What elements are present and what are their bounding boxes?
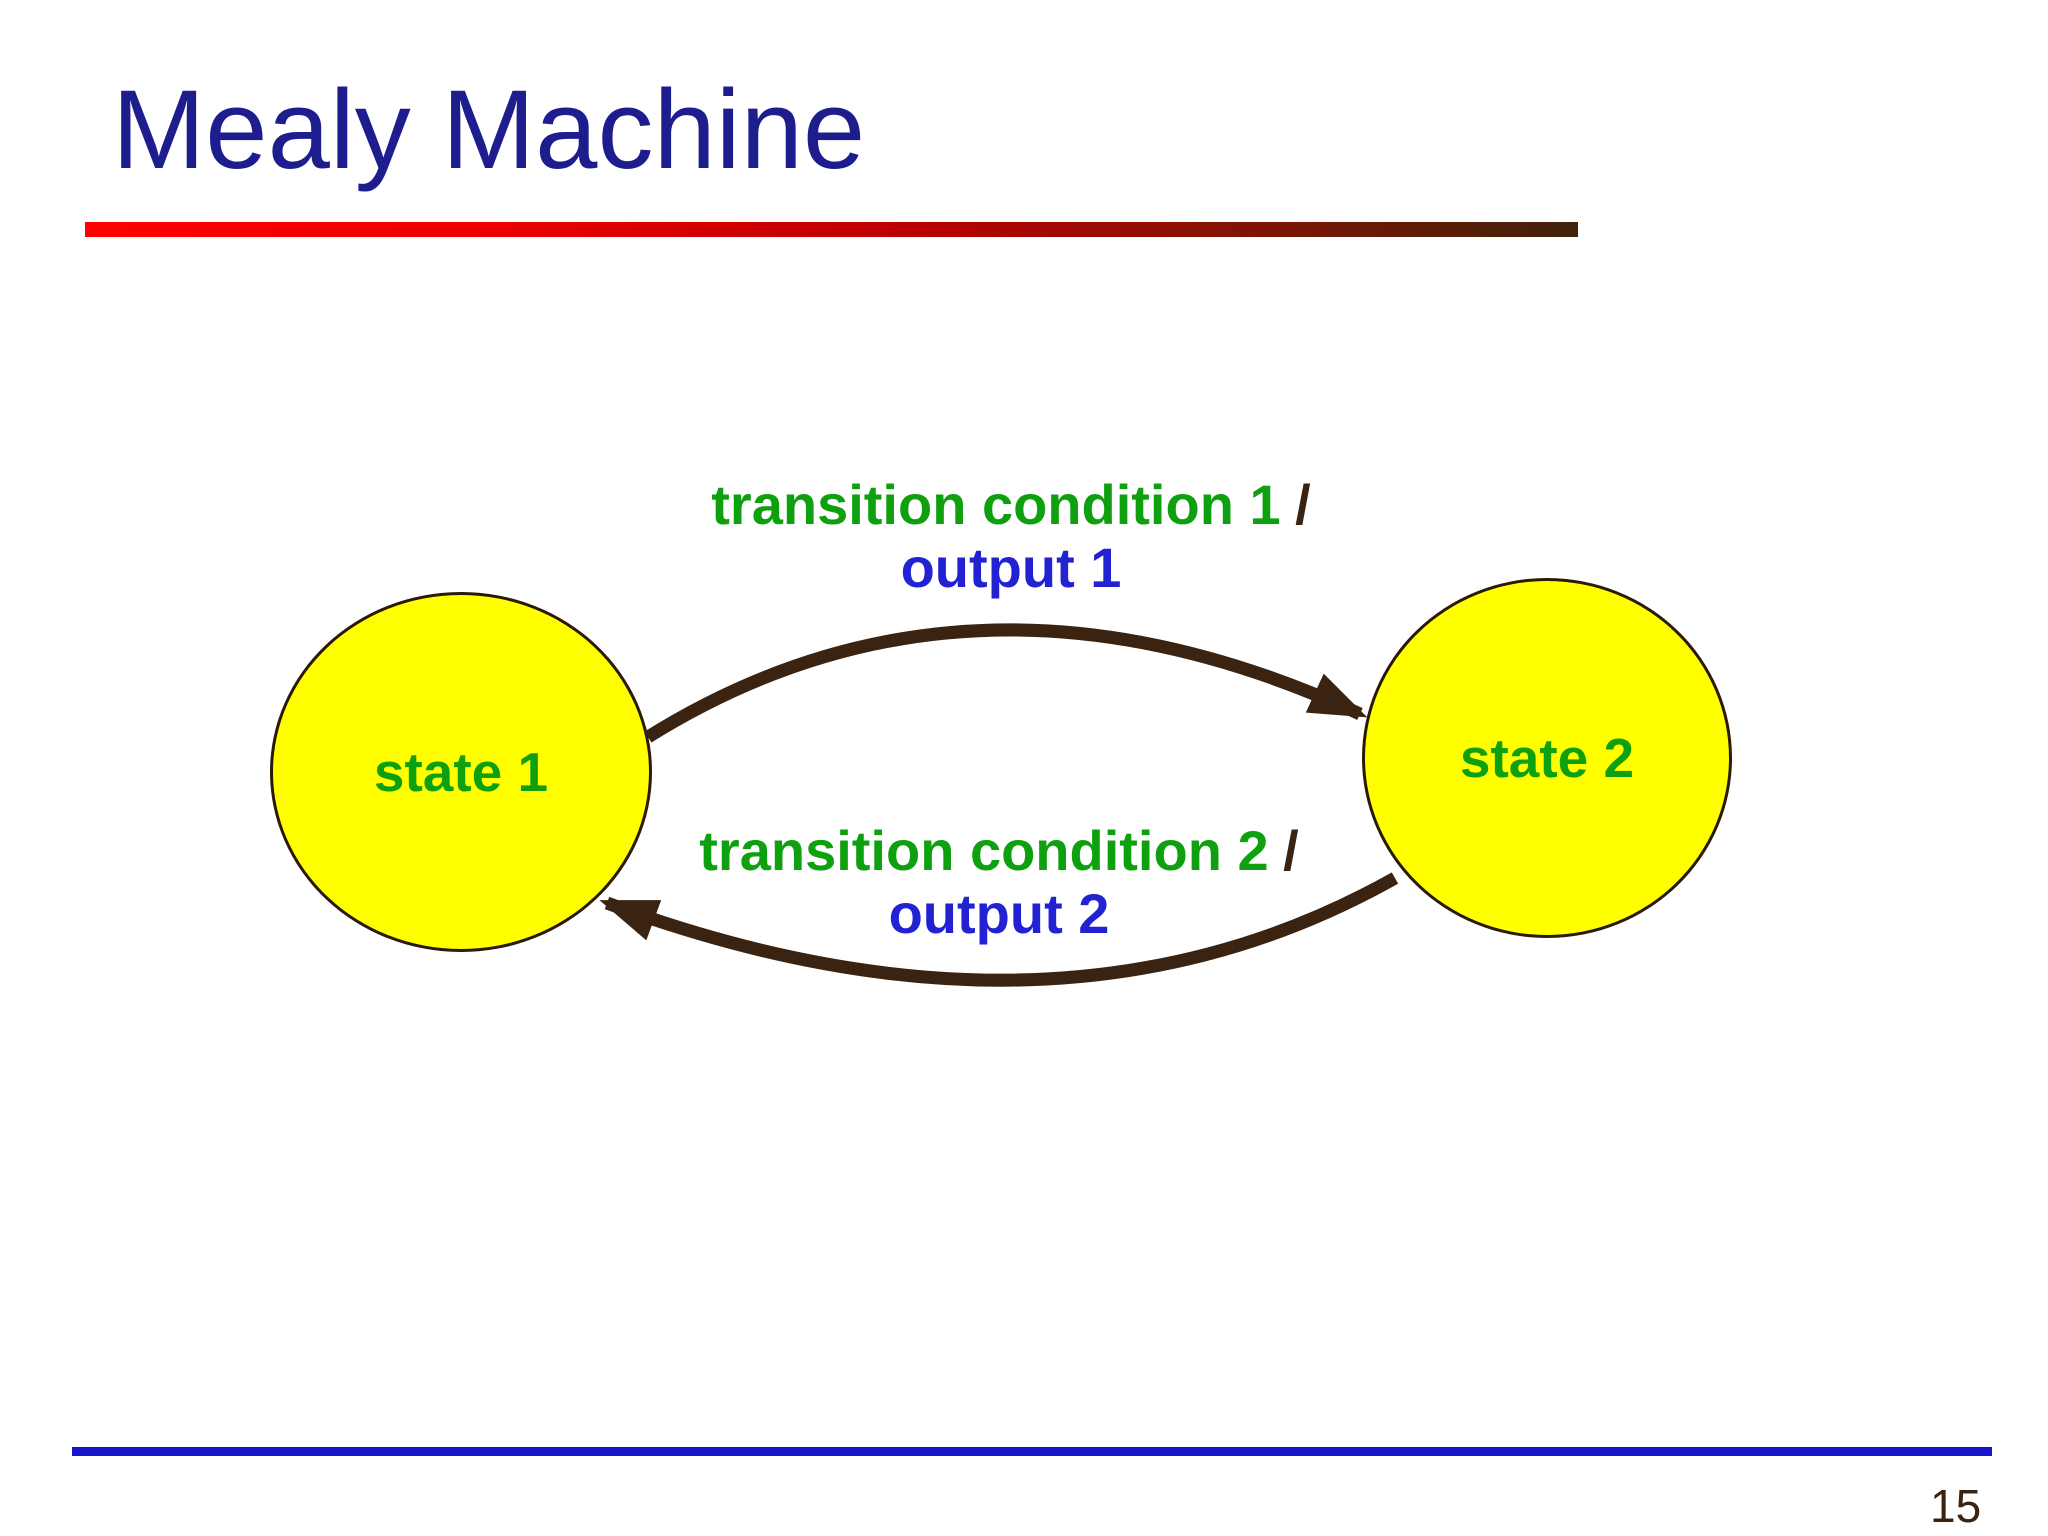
transition-2-output: output 2 xyxy=(888,882,1110,945)
bottom-divider xyxy=(72,1447,1992,1456)
transition-2-condition-line: transition condition 2/ xyxy=(699,823,1298,879)
transition-arrow-1-to-2 xyxy=(644,623,1368,743)
transition-1-condition: transition condition 1 xyxy=(711,473,1281,536)
state-node-1: state 1 xyxy=(270,592,652,952)
transition-1-condition-line: transition condition 1/ xyxy=(711,477,1310,533)
page-title: Mealy Machine xyxy=(112,67,866,192)
transition-1-separator: / xyxy=(1295,473,1311,536)
transition-2-output-line: output 2 xyxy=(889,886,1110,942)
title-underline-gradient xyxy=(85,222,1578,237)
transition-1-output: output 1 xyxy=(900,536,1122,599)
page-number: 15 xyxy=(1930,1480,1982,1532)
state-2-label: state 2 xyxy=(1459,726,1635,789)
state-node-2: state 2 xyxy=(1362,578,1732,938)
state-1-label: state 1 xyxy=(373,740,549,803)
transition-2-condition: transition condition 2 xyxy=(699,819,1269,882)
transition-1-output-line: output 1 xyxy=(901,540,1122,596)
transition-2-separator: / xyxy=(1283,819,1299,882)
